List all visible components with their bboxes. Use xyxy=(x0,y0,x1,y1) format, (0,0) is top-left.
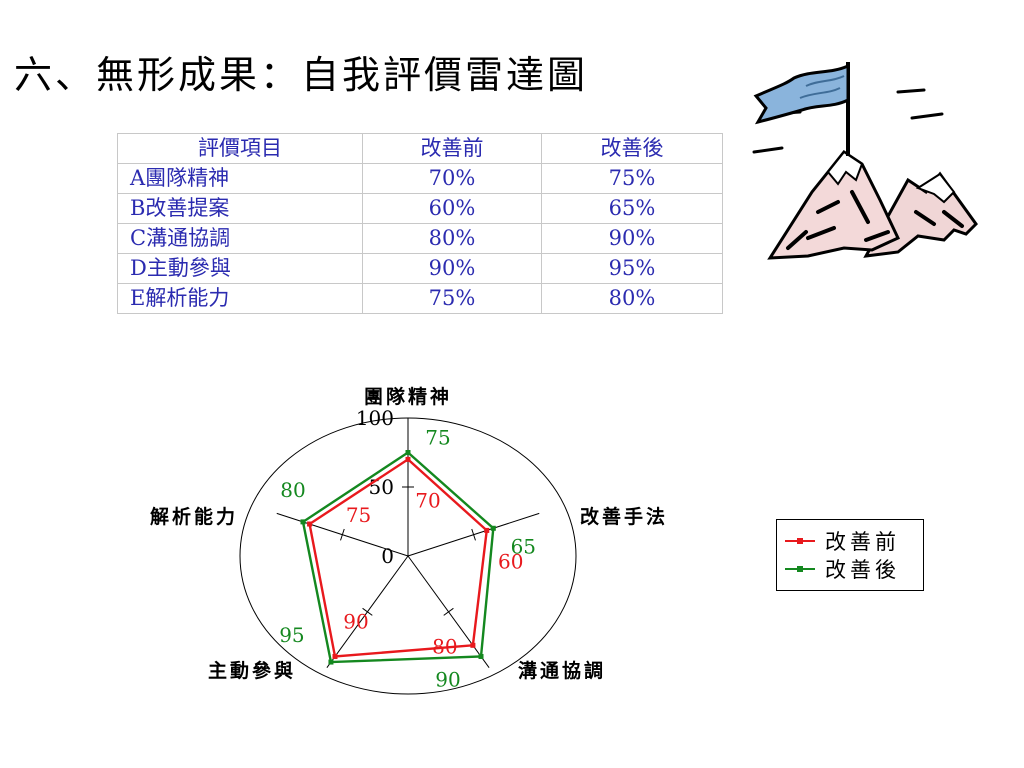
before-cell: 90% xyxy=(362,253,542,284)
legend-swatch xyxy=(785,566,815,572)
category-label: 溝通協調 xyxy=(518,659,606,682)
data-point xyxy=(470,642,476,648)
radial-tick-label: 100 xyxy=(356,406,394,430)
radar-tick xyxy=(340,528,345,541)
data-point xyxy=(484,527,490,533)
radar-tick xyxy=(471,528,476,541)
radial-tick-label: 0 xyxy=(381,544,394,568)
before-cell: 70% xyxy=(362,163,542,194)
item-cell: C溝通協調 xyxy=(117,223,363,254)
data-label: 75 xyxy=(346,503,371,527)
series-line xyxy=(301,450,495,664)
table-row: A團隊精神 70% 75% xyxy=(117,163,723,194)
data-label: 60 xyxy=(498,549,523,573)
data-point xyxy=(405,450,411,455)
data-label: 80 xyxy=(280,478,305,502)
legend-item-after: 改善後 xyxy=(785,557,900,582)
after-cell: 95% xyxy=(541,253,723,284)
after-cell: 80% xyxy=(541,283,723,314)
series-line xyxy=(308,457,489,658)
data-label: 95 xyxy=(279,623,304,647)
radial-tick-label: 50 xyxy=(369,475,394,499)
item-cell: B改善提案 xyxy=(117,193,363,224)
chart-legend: 改善前 改善後 xyxy=(776,519,924,591)
before-cell: 75% xyxy=(362,283,542,314)
category-label: 解析能力 xyxy=(150,505,238,528)
data-point xyxy=(332,653,338,659)
data-label: 75 xyxy=(425,426,450,450)
legend-item-before: 改善前 xyxy=(785,529,900,554)
data-label: 65 xyxy=(511,534,536,558)
table-row: C溝通協調 80% 90% xyxy=(117,223,723,254)
item-cell: D主動參與 xyxy=(117,253,363,284)
category-label: 改善手法 xyxy=(580,505,668,528)
after-cell: 65% xyxy=(541,193,723,224)
data-point xyxy=(405,456,411,462)
legend-label: 改善前 xyxy=(825,530,900,554)
radar-tick xyxy=(443,607,454,616)
after-cell: 90% xyxy=(541,223,723,254)
before-cell: 80% xyxy=(362,223,542,254)
table-row: D主動參與 90% 95% xyxy=(117,253,723,284)
data-point xyxy=(490,525,496,531)
radar-tick xyxy=(362,607,373,616)
mountain-flag-icon xyxy=(752,62,978,260)
data-label: 70 xyxy=(415,488,440,512)
evaluation-table: 評價項目 改善前 改善後 A團隊精神 70% 75% B改善提案 60% 65%… xyxy=(117,133,723,314)
category-label: 主動參與 xyxy=(208,659,296,682)
data-label: 80 xyxy=(432,634,457,658)
slide-title: 六、無形成果：自我評價雷達圖 xyxy=(14,53,589,97)
data-point xyxy=(478,653,484,659)
data-point xyxy=(300,519,306,525)
category-label: 團隊精神 xyxy=(364,385,452,408)
data-point xyxy=(328,659,334,665)
data-label: 90 xyxy=(343,609,368,633)
data-label: 90 xyxy=(435,667,460,691)
legend-label: 改善後 xyxy=(825,558,900,582)
item-cell: A團隊精神 xyxy=(117,163,363,194)
legend-swatch xyxy=(785,538,815,544)
item-cell: E解析能力 xyxy=(117,283,363,314)
data-point xyxy=(307,521,313,527)
table-row: E解析能力 75% 80% xyxy=(117,283,723,314)
